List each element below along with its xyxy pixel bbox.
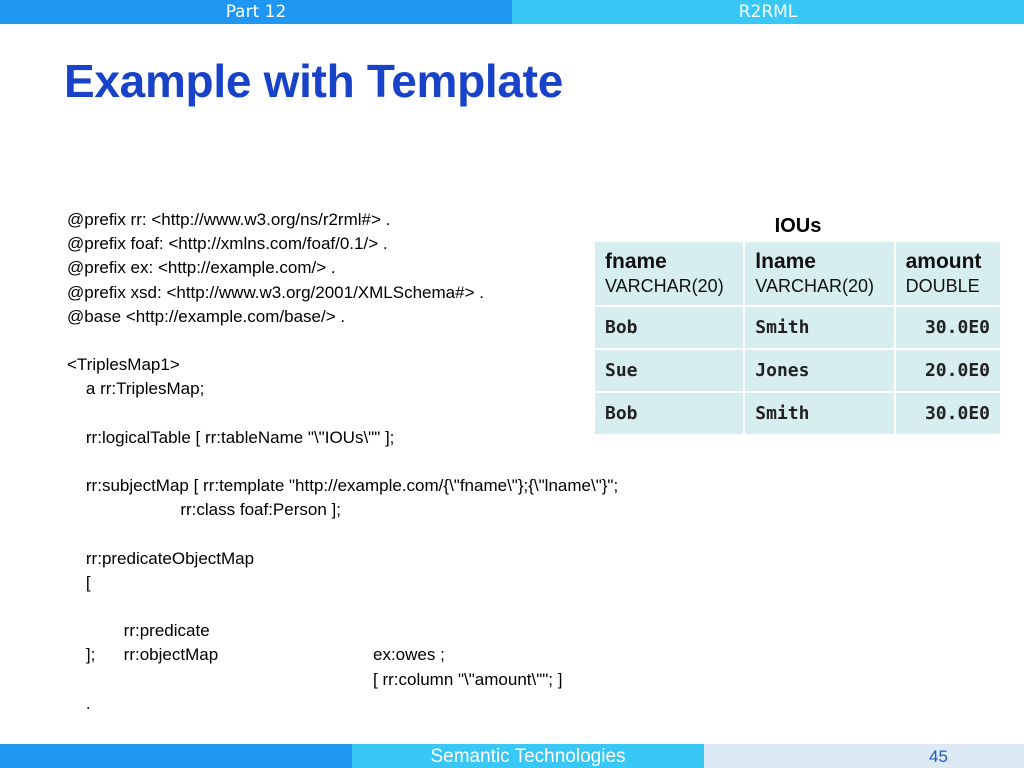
code-line-predicate-key: rr:predicate [95, 621, 210, 641]
table-cell: Bob [592, 305, 746, 350]
table-cell: 20.0E0 [893, 348, 1003, 393]
column-type: DOUBLE [905, 275, 980, 296]
table-row: Bob Smith 30.0E0 [592, 391, 1003, 436]
table-cell: 30.0E0 [893, 305, 1003, 350]
column-header: amount DOUBLE [893, 240, 1003, 307]
footer-bar: Semantic Technologies 45 [0, 744, 1024, 768]
code-line: @prefix rr: <http://www.w3.org/ns/r2rml#… [67, 210, 391, 229]
code-line: rr:predicateObjectMap [67, 548, 255, 568]
code-line: <TriplesMap1> [67, 355, 180, 375]
column-name: lname [755, 249, 816, 273]
code-line [67, 450, 618, 474]
code-line: a rr:TriplesMap; [67, 379, 205, 399]
slide-title: Example with Template [64, 55, 563, 107]
code-line [67, 329, 618, 353]
code-line: . [67, 693, 91, 713]
table-cell: Smith [743, 391, 896, 436]
code-line [67, 402, 618, 426]
code-block: @prefix rr: <http://www.w3.org/ns/r2rml#… [67, 208, 618, 716]
ious-table: fname VARCHAR(20) lname VARCHAR(20) amou… [592, 240, 1003, 436]
code-line: ]; [67, 645, 96, 665]
code-line: @prefix foaf: <http://xmlns.com/foaf/0.1… [67, 234, 388, 254]
code-line: rr:subjectMap [ rr:template "http://exam… [67, 476, 619, 496]
header-bar: Part 12 R2RML [0, 0, 1024, 24]
code-line-objectmap-key: rr:objectMap [95, 645, 219, 665]
code-line: rr:logicalTable [ rr:tableName "\"IOUs\"… [67, 427, 395, 447]
header-topic-label: R2RML [512, 0, 1024, 24]
table-cell: Sue [592, 348, 746, 393]
code-line: @base <http://example.com/base/> . [67, 306, 346, 326]
footer-left-block [0, 744, 352, 768]
column-header: fname VARCHAR(20) [592, 240, 746, 307]
footer-course-label: Semantic Technologies [352, 744, 704, 768]
table-header-row: fname VARCHAR(20) lname VARCHAR(20) amou… [592, 240, 1003, 307]
table-cell: Jones [743, 348, 896, 393]
column-name: amount [905, 249, 982, 273]
page-number: 45 [929, 747, 948, 766]
code-line [67, 522, 618, 546]
table-caption: IOUs [774, 215, 822, 237]
column-type: VARCHAR(20) [755, 275, 874, 296]
code-line: [ [67, 572, 91, 592]
column-header: lname VARCHAR(20) [743, 240, 896, 307]
header-part-label: Part 12 [0, 0, 512, 24]
code-line: rr:class foaf:Person ]; [67, 500, 341, 520]
code-line-objectmap-value: [ rr:column "\"amount\""; ] [373, 669, 563, 689]
footer-page-block: 45 [704, 744, 1024, 768]
code-line: @prefix ex: <http://example.com/> . [67, 258, 336, 278]
column-type: VARCHAR(20) [605, 275, 724, 296]
code-line: @prefix xsd: <http://www.w3.org/2001/XML… [67, 282, 484, 302]
code-line-predicate-value: ex:owes ; [373, 645, 445, 665]
table-cell: Bob [592, 391, 746, 436]
table-cell: 30.0E0 [893, 391, 1003, 436]
table-cell: Smith [743, 305, 896, 350]
table-row: Sue Jones 20.0E0 [592, 348, 1003, 393]
code-line-predicate: rr:predicate ex:owes ; [67, 595, 618, 664]
code-line-objectmap: rr:objectMap [ rr:column "\"amount\""; ] [67, 619, 618, 688]
column-name: fname [605, 249, 667, 273]
table-row: Bob Smith 30.0E0 [592, 305, 1003, 350]
